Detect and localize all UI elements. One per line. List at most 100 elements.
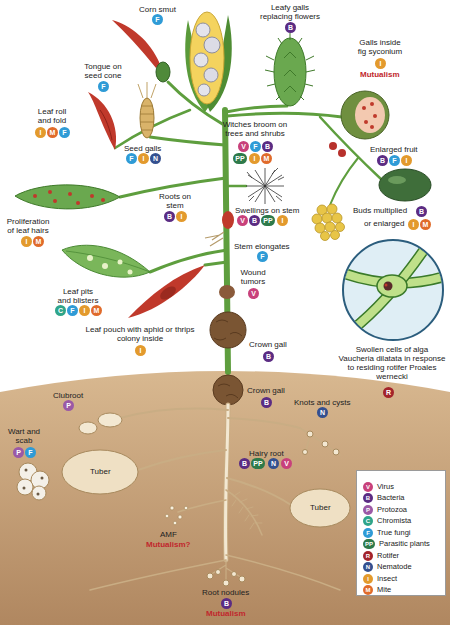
badge-letter: I	[254, 155, 256, 162]
alga-inset	[384, 282, 393, 291]
legend-letter: B	[366, 495, 370, 501]
badge-letter: B	[419, 208, 424, 215]
badge-letter: I	[406, 157, 408, 164]
alga-inset	[340, 244, 446, 330]
badge-letter: M	[50, 129, 56, 136]
roots	[210, 560, 242, 582]
badge-letter: V	[240, 217, 245, 224]
badge-letter: B	[380, 157, 385, 164]
berries-and-fruit	[329, 142, 337, 150]
legend-letter: N	[366, 564, 370, 570]
amf-spores	[165, 514, 169, 518]
badge-letter: N	[153, 155, 158, 162]
badge-letter: B	[266, 353, 271, 360]
organism-badge: I	[401, 155, 412, 166]
corn-smut	[204, 37, 220, 53]
stem-branches	[150, 250, 227, 272]
wart-spots	[41, 477, 44, 480]
berries-and-fruit	[379, 169, 431, 201]
legend-letter: R	[366, 553, 370, 559]
root-symptoms	[17, 479, 33, 495]
stem-branches	[205, 262, 227, 265]
blister-leaf	[102, 263, 108, 269]
legend-letter: M	[366, 587, 371, 593]
leafy-gall	[274, 38, 306, 106]
organism-badge: F	[67, 305, 78, 316]
legend-letter: F	[366, 530, 370, 536]
badge-letter: M	[423, 221, 429, 228]
organism-badge: F	[126, 153, 137, 164]
alga-inset	[385, 284, 388, 287]
roots	[226, 555, 340, 590]
organism-badge: B	[377, 155, 388, 166]
badge-letter: PP	[253, 460, 262, 467]
legend-swatch: P	[363, 505, 373, 515]
badge-letter: F	[101, 83, 105, 90]
organism-badge: PP	[251, 458, 265, 469]
organism-badge: I	[277, 215, 288, 226]
organism-badge: C	[55, 305, 66, 316]
organism-badge: M	[420, 219, 431, 230]
stem-branches	[228, 185, 246, 188]
leaf-roll	[88, 92, 116, 150]
annotation-label: Wart and scab	[6, 427, 42, 445]
root-symptoms	[223, 580, 229, 586]
legend-text: Bacteria	[377, 493, 405, 502]
badge-letter: I	[140, 347, 142, 354]
roots	[90, 560, 226, 590]
legend-text: True fungi	[377, 528, 411, 537]
hairy-leaf	[90, 194, 94, 198]
badge-letter: F	[28, 449, 32, 456]
badge-letter: R	[386, 389, 391, 396]
organism-badge: B	[164, 211, 175, 222]
legend-text: Nematode	[377, 562, 412, 571]
wart-spots	[23, 487, 26, 490]
organism-badge: B	[221, 598, 232, 609]
organism-badge: N	[150, 153, 161, 164]
roots	[178, 500, 226, 512]
organism-badge: I	[135, 345, 146, 356]
legend-text: Chromista	[377, 516, 411, 525]
witches-broom	[246, 168, 284, 204]
organism-badge: I	[21, 236, 32, 247]
leaf-pouch	[128, 265, 205, 318]
legend-text: Virus	[377, 482, 394, 491]
badge-letter: I	[26, 238, 28, 245]
organism-badge: PP	[261, 215, 275, 226]
roots	[138, 450, 226, 470]
badge-letter: PP	[263, 217, 272, 224]
stem-branches	[330, 158, 358, 205]
root-symptoms	[207, 573, 213, 579]
root-symptoms	[333, 449, 339, 455]
buds-cluster	[312, 214, 322, 224]
badge-letter: N	[271, 460, 276, 467]
legend-text: Parasitic plants	[379, 539, 430, 548]
roots	[228, 418, 300, 428]
legend-row: VVirus	[363, 477, 394, 487]
alga-inset	[377, 275, 407, 297]
alga-inset	[352, 244, 428, 330]
stem-symptoms	[219, 285, 235, 299]
seed-galls	[138, 82, 156, 98]
annotation-label: Corn smut	[139, 5, 176, 14]
blister-leaf	[128, 270, 133, 275]
stem-symptoms	[205, 232, 224, 246]
seed-galls	[138, 82, 156, 138]
badge-letter: I	[413, 221, 415, 228]
badge-letter: V	[241, 143, 246, 150]
badge-letter: F	[253, 143, 257, 150]
badge-letter: P	[16, 449, 21, 456]
stem-symptoms	[205, 211, 246, 405]
organism-badge: B	[239, 458, 250, 469]
amf-spores	[165, 506, 188, 525]
root-symptoms	[322, 441, 328, 447]
legend-swatch: PP	[363, 539, 375, 549]
corn-smut	[185, 12, 232, 112]
leafy-gall	[265, 33, 315, 106]
alga-inset	[340, 240, 446, 340]
badge-letter: I	[40, 129, 42, 136]
organism-badge: F	[389, 155, 400, 166]
roots	[300, 428, 340, 455]
annotation-label: or enlarged	[364, 219, 404, 228]
badge-letter: I	[143, 155, 145, 162]
